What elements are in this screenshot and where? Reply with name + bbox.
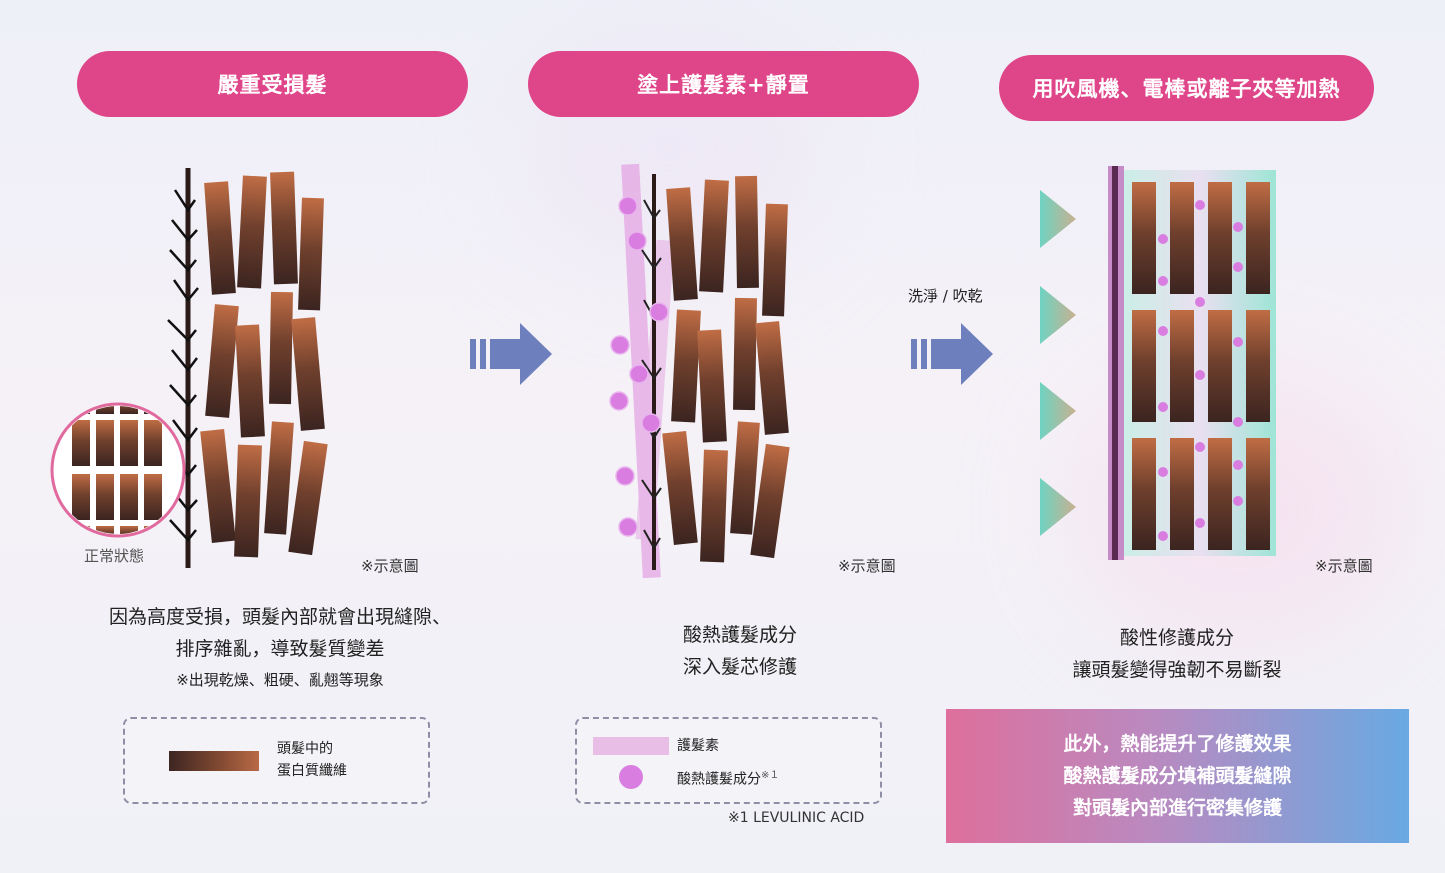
heat-triangles <box>1040 190 1076 536</box>
arrow2-label: 洗淨 / 吹乾 <box>908 287 983 305</box>
legend-protein-fiber: 頭髮中的 蛋白質纖維 <box>123 717 430 804</box>
step1-title-text: 嚴重受損髮 <box>217 73 328 97</box>
protein-fibers-2 <box>662 175 790 563</box>
acid-agent-swatch <box>619 765 643 789</box>
protein-fibers-disordered <box>200 171 328 558</box>
step-arrow-1 <box>470 323 552 385</box>
illustration-note-2: ※示意圖 <box>838 557 896 575</box>
footnote-levulinic: ※1 LEVULINIC ACID <box>728 810 865 826</box>
inset-label: 正常狀態 <box>84 547 145 565</box>
acid-agent-particles <box>609 196 669 537</box>
panel3-desc-line1: 酸性修護成分 <box>1119 627 1234 649</box>
legend-treatment: 護髮素 酸熱護髮成分※１ <box>575 717 882 804</box>
panel1-description: 因為高度受損，頭髮內部就會出現縫隙、 排序雜亂，導致髮質變差 ※出現乾燥、粗硬、… <box>70 601 490 695</box>
normal-state-inset <box>50 402 186 538</box>
panel2-desc-line1: 酸熱護髮成分 <box>682 624 797 646</box>
legend1-line1: 頭髮中的 <box>277 741 333 757</box>
conditioner-swatch <box>593 737 669 755</box>
highlight-line2: 酸熱護髮成分填補頭髮縫隙 <box>1063 765 1292 787</box>
heated-repaired-illustration <box>1040 166 1276 560</box>
panel3-description: 酸性修護成分 讓頭髮變得強韌不易斷裂 <box>1020 622 1334 686</box>
step2-title: 塗上護髮素+靜置 <box>528 51 919 117</box>
panel3-desc-line2: 讓頭髮變得強韌不易斷裂 <box>1072 659 1282 681</box>
treatment-applied-illustration <box>609 163 790 579</box>
protein-fiber-swatch <box>169 751 259 771</box>
panel1-desc-line1: 因為高度受損，頭髮內部就會出現縫隙、 <box>108 606 451 628</box>
damaged-hair-illustration <box>50 168 328 568</box>
step-arrow-2 <box>911 323 993 385</box>
illustration-note-3: ※示意圖 <box>1315 557 1373 575</box>
panel1-desc-note: ※出現乾燥、粗硬、亂翹等現象 <box>176 671 384 689</box>
step3-title: 用吹風機、電棒或離子夾等加熱 <box>999 55 1374 121</box>
legend2-item2-text: 酸熱護髮成分 <box>677 771 761 788</box>
legend2-item2-sup: ※１ <box>761 770 780 781</box>
illustration-note-1: ※示意圖 <box>361 557 419 575</box>
aligned-protein-fibers <box>1132 182 1270 550</box>
legend1-text: 頭髮中的 蛋白質纖維 <box>277 738 347 782</box>
panel2-description: 酸熱護髮成分 深入髮芯修護 <box>590 619 890 683</box>
cuticle-layer <box>167 168 199 568</box>
step3-title-text: 用吹風機、電棒或離子夾等加熱 <box>1032 77 1341 101</box>
legend2-item2: 酸熱護髮成分※１ <box>677 765 779 791</box>
highlight-line1: 此外，熱能提升了修護效果 <box>1063 733 1292 755</box>
step1-title: 嚴重受損髮 <box>77 51 468 117</box>
filling-particles <box>1158 200 1243 541</box>
step2-title-text: 塗上護髮素+靜置 <box>637 73 810 97</box>
highlight-box: 此外，熱能提升了修護效果 酸熱護髮成分填補頭髮縫隙 對頭髮內部進行密集修護 <box>946 709 1409 843</box>
panel1-desc-line2: 排序雜亂，導致髮質變差 <box>175 638 385 660</box>
legend1-line2: 蛋白質纖維 <box>277 763 347 779</box>
highlight-line3: 對頭髮內部進行密集修護 <box>1072 797 1282 819</box>
panel2-desc-line2: 深入髮芯修護 <box>682 656 797 678</box>
legend2-item1: 護髮素 <box>677 738 719 754</box>
